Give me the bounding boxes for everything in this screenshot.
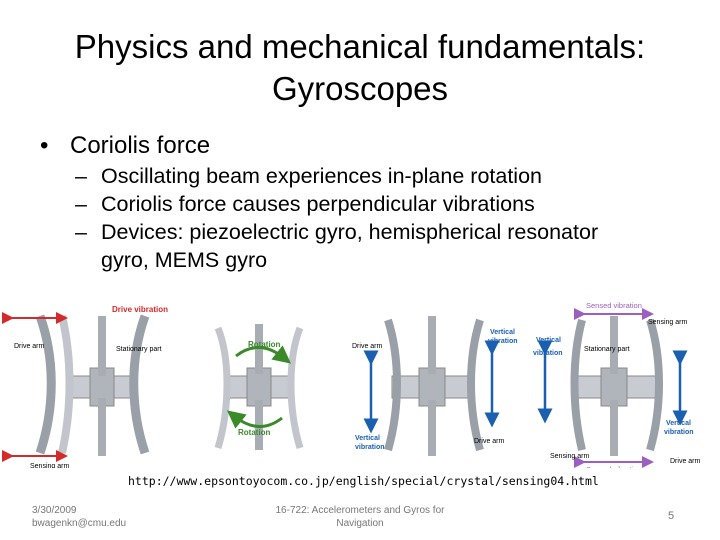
panel2-arm-right — [287, 326, 304, 450]
footer-date: 3/30/2009 — [32, 505, 77, 516]
panel3-arm-right — [467, 318, 484, 452]
label-drive-arm: Drive arm — [14, 343, 45, 350]
label-vibration-4b: vibration — [664, 429, 694, 436]
label-vertical-4a: Vertical — [536, 337, 561, 344]
label-drive-arm-3: Drive arm — [352, 343, 383, 350]
rotation-arrow-bottom — [226, 410, 283, 429]
title-line-2: Gyroscopes — [271, 70, 449, 107]
bullet-list: • Coriolis force – Oscillating beam expe… — [40, 130, 690, 274]
panel-drive: Drive vibration Drive arm Stationary par… — [2, 305, 168, 468]
panel1-bottom-beam — [98, 398, 106, 456]
sub-bullet-3: – Devices: piezoelectric gyro, hemispher… — [75, 218, 690, 274]
source-url[interactable]: http://www.epsontoyocom.co.jp/english/sp… — [128, 474, 599, 488]
footer-left: 3/30/2009 bwagenkn@cmu.edu — [32, 504, 126, 530]
sub-bullet-2: – Coriolis force causes perpendicular vi… — [75, 190, 690, 218]
label-drive-arm-4: Drive arm — [670, 458, 701, 465]
sub-bullet-text-cont: gyro, MEMS gyro — [101, 248, 268, 272]
bullet-dot-icon: • — [40, 132, 49, 159]
footer-course-1: 16-722: Accelerometers and Gyros for — [275, 505, 445, 516]
panel-coriolis: Drive arm Vertical vibration Vertical vi… — [352, 316, 518, 456]
label-vertical-4b: Vertical — [666, 420, 691, 427]
label-vertical-3b: Vertical — [355, 435, 380, 442]
sub-bullet-text: Oscillating beam experiences in-plane ro… — [101, 164, 542, 188]
label-rotation-bottom: Rotation — [238, 428, 271, 437]
slide-title: Physics and mechanical fundamentals: Gyr… — [0, 26, 720, 110]
label-drive-vibration: Drive vibration — [112, 305, 168, 314]
title-line-1: Physics and mechanical fundamentals: — [74, 28, 646, 65]
label-vertical-3a: Vertical — [490, 329, 515, 336]
label-sensing-arm-4b: Sensing arm — [550, 453, 589, 460]
dash-icon: – — [75, 164, 87, 188]
panel1-arm-left2 — [58, 315, 74, 454]
dash-icon: – — [75, 192, 87, 216]
rotation-arrow-top — [235, 345, 292, 364]
panel-rotation: Rotation Rotation — [214, 324, 304, 450]
panel4-top-beam — [610, 316, 618, 374]
panel4-arm-right — [646, 318, 663, 452]
panel-sensing: Sensed vibration Sensing arm Vertical vi… — [533, 301, 701, 468]
dash-icon: – — [75, 220, 87, 244]
sub-bullet-1: – Oscillating beam experiences in-plane … — [75, 162, 690, 190]
sub-bullet-list: – Oscillating beam experiences in-plane … — [75, 162, 690, 274]
label-sensed-vibration-bottom: Sensed vibration — [586, 465, 642, 468]
sub-bullet-text: Devices: piezoelectric gyro, hemispheric… — [101, 220, 599, 244]
panel1-arm-right — [129, 314, 150, 455]
label-sensing-arm-4: Sensing arm — [648, 319, 687, 326]
panel4-bottom-beam — [610, 400, 618, 456]
panel1-arm-left — [35, 314, 56, 455]
label-drive-arm-3b: Drive arm — [474, 438, 505, 445]
label-stationary-part-4: Stationary part — [584, 346, 630, 353]
footer-email: bwagenkn@cmu.edu — [32, 518, 127, 529]
sub-bullet-text: Coriolis force causes perpendicular vibr… — [101, 192, 535, 216]
panel4-arm-left — [570, 318, 586, 451]
panel2-arm-left — [214, 326, 231, 450]
label-vibration-4a: vibration — [533, 350, 563, 357]
footer-course-2: Navigation — [336, 518, 384, 529]
footer-center: 16-722: Accelerometers and Gyros for Nav… — [250, 504, 470, 530]
panel3-arm-left — [384, 318, 401, 452]
label-rotation-top: Rotation — [248, 340, 281, 349]
page-number: 5 — [668, 510, 675, 522]
bullet-text: Coriolis force — [70, 132, 211, 159]
gyro-diagram: Drive vibration Drive arm Stationary par… — [2, 301, 701, 468]
panel3-top-beam — [428, 316, 436, 374]
label-stationary-part: Stationary part — [116, 346, 162, 353]
panel1-top-beam — [98, 316, 106, 376]
label-vibration-3a: vibration — [488, 338, 518, 345]
label-sensed-vibration-top: Sensed vibration — [586, 301, 642, 310]
label-sensing-arm: Sensing arm — [30, 463, 69, 468]
label-vibration-3b: vibration — [355, 444, 385, 451]
panel3-bottom-beam — [428, 400, 436, 456]
bullet-coriolis: • Coriolis force — [40, 130, 690, 162]
